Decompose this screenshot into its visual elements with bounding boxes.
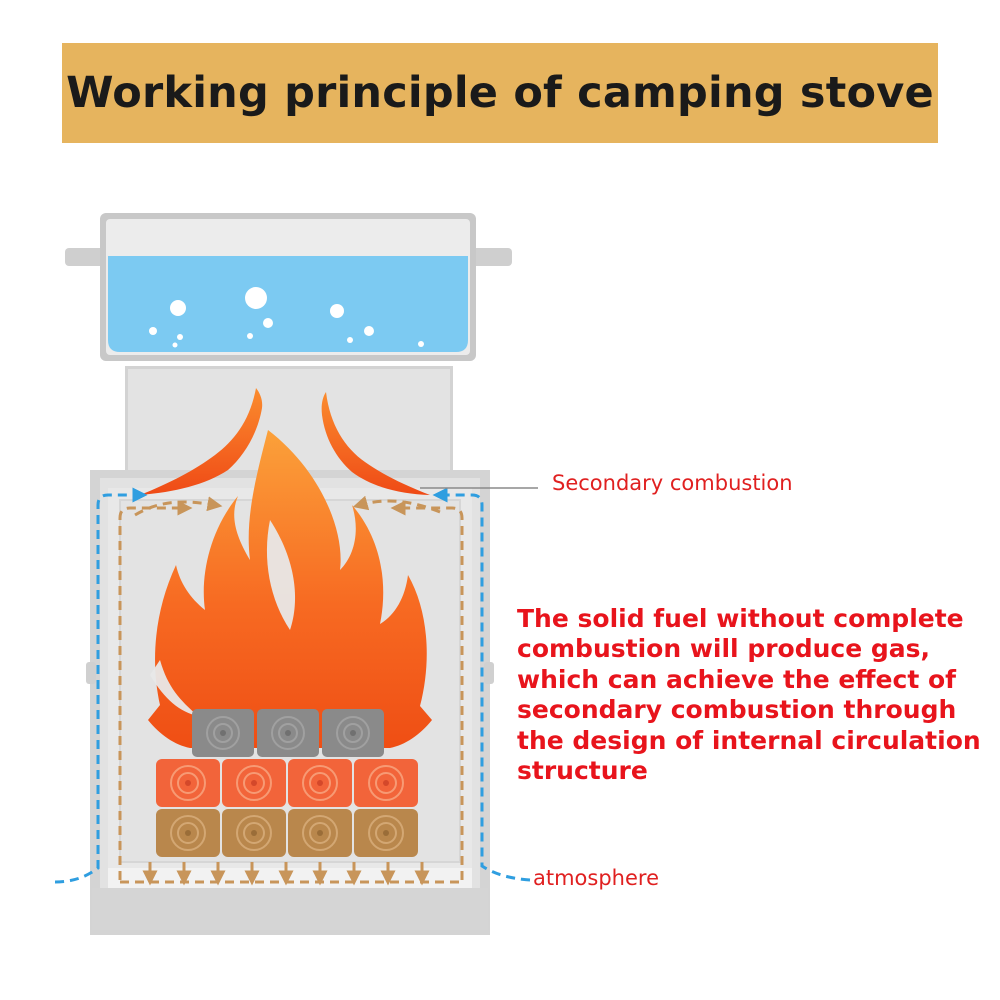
water-area (108, 256, 468, 352)
atmosphere-label: atmosphere (533, 866, 659, 890)
explanation-line: combustion will produce gas, (517, 634, 931, 664)
explanation-line: which can achieve the effect of (517, 664, 957, 694)
explanation-line: The solid fuel without complete (517, 604, 964, 633)
fuel-row-middle (156, 759, 418, 807)
fuel-row-top (192, 709, 384, 757)
cooking-pot-icon (65, 213, 512, 361)
gas-circulation-path (118, 495, 464, 886)
title-banner: Working principle of camping stove (62, 43, 938, 143)
air-circulation-path (54, 487, 531, 884)
explanation-line: structure (517, 756, 648, 786)
secondary-flame-right (321, 392, 430, 495)
page-title: Working principle of camping stove (66, 68, 934, 118)
explanation-line: secondary combustion through (517, 695, 957, 725)
explanation-line: the design of internal circulation (517, 725, 981, 755)
bubbles (149, 287, 424, 348)
secondary-flame-left (140, 388, 263, 495)
explanation-text: The solid fuel without complete combusti… (517, 604, 987, 786)
fuel-row-bottom (156, 809, 418, 857)
secondary-combustion-label: Secondary combustion (552, 471, 793, 495)
fuel-blocks (156, 709, 418, 857)
